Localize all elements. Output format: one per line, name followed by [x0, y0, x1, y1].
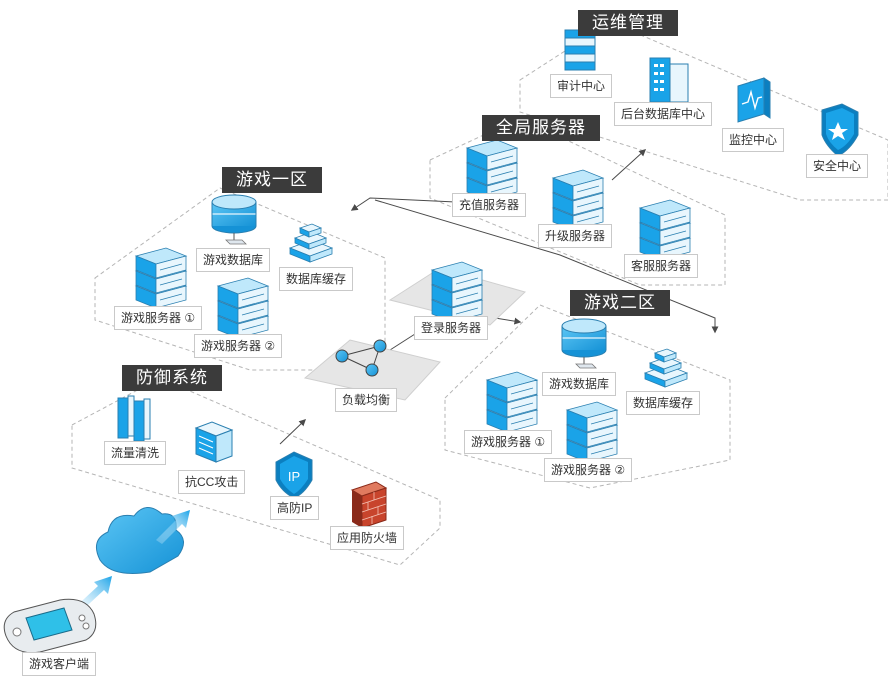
zone1-server2-label: 游戏服务器 ②	[194, 334, 283, 358]
high-defense-ip-label: 高防IP	[270, 496, 320, 520]
recharge-server-label: 充值服务器	[452, 193, 527, 217]
login-server-label: 登录服务器	[414, 316, 489, 340]
zone1-db-icon	[211, 194, 257, 245]
load-balancer-icon	[335, 339, 387, 377]
group-title-ops: 运维管理	[578, 10, 678, 36]
login-server-icon	[432, 262, 482, 322]
backend-db-center-label: 后台数据库中心	[614, 102, 713, 126]
zone2-server2-label: 游戏服务器 ②	[544, 458, 633, 482]
zone2-server2-icon	[567, 402, 617, 462]
zone2-db-label: 游戏数据库	[542, 372, 617, 396]
anti-cc-label: 抗CC攻击	[178, 470, 246, 494]
zone2-db-icon	[561, 318, 607, 369]
upgrade-server-icon	[553, 170, 603, 230]
zone2-cache-icon	[644, 348, 688, 388]
game-client-icon	[3, 598, 97, 654]
group-title-defense: 防御系统	[122, 365, 222, 391]
zone1-server1-label: 游戏服务器 ①	[114, 306, 203, 330]
group-title-zone2: 游戏二区	[570, 290, 670, 316]
zone1-db-label: 游戏数据库	[196, 248, 271, 272]
audit-center-label: 审计中心	[550, 74, 613, 98]
link-login-right	[494, 317, 522, 325]
high-defense-ip-shield-icon: IP	[275, 451, 313, 499]
anti-cc-icon	[194, 421, 234, 463]
zone1-cache-label: 数据库缓存	[279, 267, 354, 291]
zone1-server2-icon	[218, 278, 268, 338]
support-server-icon	[640, 200, 690, 260]
game-client-label: 游戏客户端	[22, 652, 97, 676]
app-firewall-label: 应用防火墙	[330, 526, 405, 550]
recharge-server-icon	[467, 140, 517, 200]
monitor-center-label: 监控中心	[722, 128, 785, 152]
traffic-scrub-label: 流量清洗	[104, 441, 167, 465]
link-to-zone2	[374, 199, 719, 334]
link-defense-to-lb	[279, 419, 307, 445]
support-server-label: 客服服务器	[624, 254, 699, 278]
upload-arrow-icon	[156, 510, 190, 544]
zone1-cache-icon	[289, 223, 333, 263]
svg-text:IP: IP	[288, 469, 300, 484]
firewall-brick-icon	[350, 481, 388, 529]
upgrade-server-label: 升级服务器	[538, 224, 613, 248]
group-title-global: 全局服务器	[482, 115, 600, 141]
load-balancer-label: 负载均衡	[335, 388, 398, 412]
audit-server-icon	[564, 29, 596, 71]
monitor-icon	[737, 77, 771, 123]
backend-db-cabinet-icon	[649, 57, 689, 103]
zone2-server1-label: 游戏服务器 ①	[464, 430, 553, 454]
zone1-region	[94, 187, 386, 371]
zone2-server1-icon	[487, 372, 537, 432]
cloud-icon	[95, 507, 184, 574]
zone2-region	[444, 304, 731, 489]
zone2-cache-label: 数据库缓存	[626, 391, 701, 415]
traffic-scrub-icon	[117, 395, 151, 442]
group-title-zone1: 游戏一区	[222, 167, 322, 193]
link-global-to-ops	[611, 149, 647, 181]
security-center-label: 安全中心	[806, 154, 869, 178]
zone1-server1-icon	[136, 248, 186, 308]
security-shield-icon	[821, 103, 859, 157]
